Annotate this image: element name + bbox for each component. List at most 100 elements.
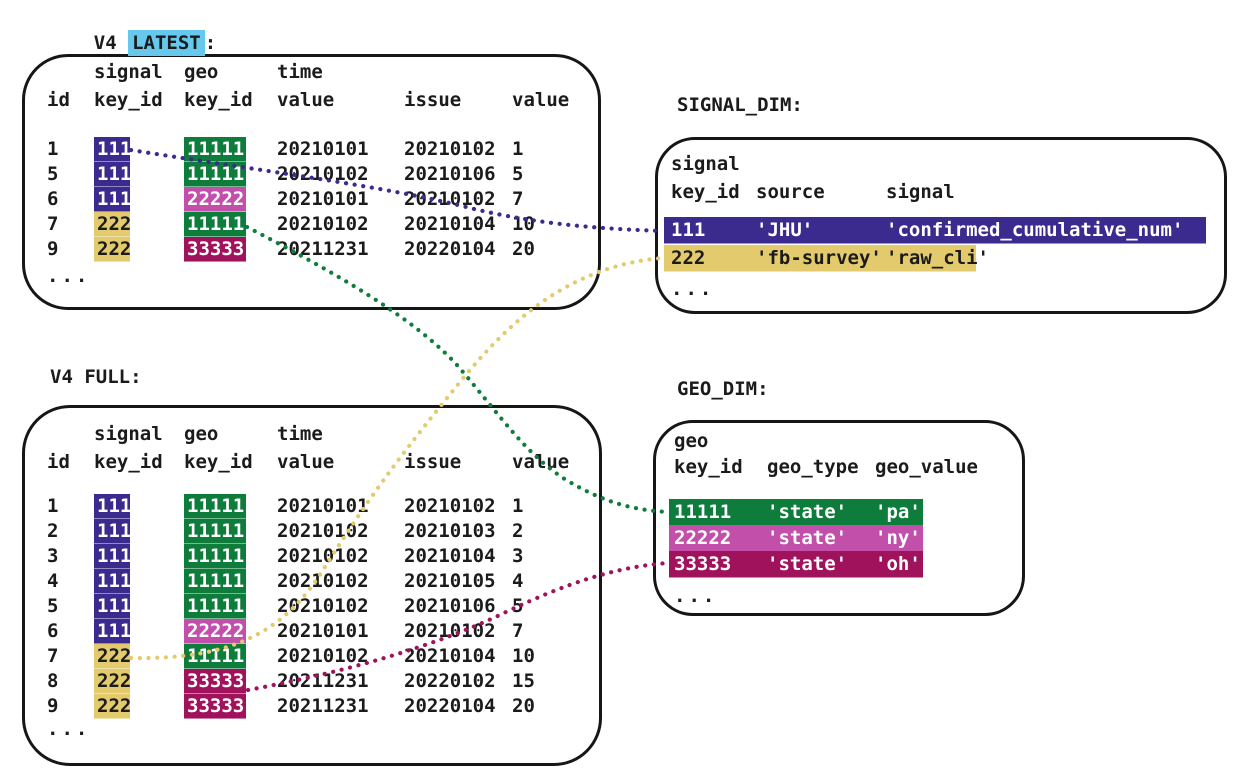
table-row: 9 222 33333 20211231 20220104 20 bbox=[25, 237, 598, 262]
v4-latest-title-colon: : bbox=[204, 32, 217, 54]
row-id-cell: 7 bbox=[47, 213, 59, 235]
issue-cell: 20210104 bbox=[404, 545, 496, 567]
column-header-source: source bbox=[756, 181, 825, 203]
latest-highlight: LATEST bbox=[128, 30, 205, 56]
signal-key-cell: 222 bbox=[94, 694, 131, 719]
time-value-cell: 20210102 bbox=[277, 545, 369, 567]
geo-key-cell: 33333 bbox=[184, 669, 246, 694]
ellipsis-row: ... bbox=[674, 585, 718, 607]
issue-cell: 20220104 bbox=[404, 695, 496, 717]
issue-cell: 20210104 bbox=[404, 213, 496, 235]
column-header-geo-type: geo_type bbox=[767, 456, 859, 478]
value-cell: 5 bbox=[512, 163, 524, 185]
column-header-geo: geo bbox=[184, 423, 219, 445]
value-cell: 4 bbox=[512, 570, 524, 592]
issue-cell: 20210102 bbox=[404, 188, 496, 210]
time-value-cell: 20210101 bbox=[277, 620, 369, 642]
geo-dim-table: geo key_id geo_type geo_value 11111'stat… bbox=[653, 420, 1025, 616]
time-value-cell: 20211231 bbox=[277, 238, 369, 260]
row-id-cell: 9 bbox=[47, 238, 59, 260]
column-header-id: id bbox=[47, 451, 70, 473]
signal-name-cell: 'raw_cli' bbox=[886, 247, 989, 269]
column-header-signal-key: key_id bbox=[94, 451, 163, 473]
signal-key-cell: 111 bbox=[94, 594, 131, 619]
geo-key-cell: 11111 bbox=[674, 501, 732, 523]
row-id-cell: 9 bbox=[47, 695, 59, 717]
row-id-cell: 2 bbox=[47, 520, 59, 542]
column-header-geo-key: key_id bbox=[674, 456, 743, 478]
signal-key-cell: 111 bbox=[94, 619, 131, 644]
v4-full-title: V4 FULL: bbox=[50, 366, 142, 388]
column-header-value: value bbox=[512, 89, 570, 111]
signal-key-cell: 222 bbox=[94, 669, 131, 694]
geo-key-cell: 11111 bbox=[184, 594, 246, 619]
column-header-time-value: value bbox=[277, 89, 335, 111]
column-header-time: time bbox=[277, 423, 323, 445]
row-id-cell: 1 bbox=[47, 138, 59, 160]
geo-key-cell: 11111 bbox=[184, 137, 246, 162]
row-highlight-bar bbox=[669, 499, 923, 526]
row-id-cell: 7 bbox=[47, 645, 59, 667]
geo-key-cell: 11111 bbox=[184, 212, 246, 237]
value-cell: 20 bbox=[512, 238, 535, 260]
issue-cell: 20210102 bbox=[404, 495, 496, 517]
time-value-cell: 20210101 bbox=[277, 188, 369, 210]
column-header-geo-key: key_id bbox=[184, 89, 253, 111]
table-row: 11111'state''pa' bbox=[656, 499, 1022, 526]
column-header-signal-name: signal bbox=[886, 181, 955, 203]
signal-key-cell: 222 bbox=[94, 644, 131, 669]
geo-key-cell: 22222 bbox=[674, 527, 732, 549]
time-value-cell: 20210102 bbox=[277, 595, 369, 617]
signal-dim-table: signal key_id source signal 111'JHU''con… bbox=[655, 137, 1227, 314]
row-highlight-bar bbox=[664, 217, 1206, 244]
geo-key-cell: 11111 bbox=[184, 544, 246, 569]
table-row: 22222'state''ny' bbox=[656, 525, 1022, 552]
signal-key-cell: 222 bbox=[94, 237, 131, 262]
signal-key-cell: 111 bbox=[94, 494, 131, 519]
signal-key-cell: 111 bbox=[94, 519, 131, 544]
row-id-cell: 8 bbox=[47, 670, 59, 692]
v4-latest-table: signal geo time id key_id key_id value i… bbox=[22, 54, 601, 310]
geo-dim-title: GEO_DIM: bbox=[677, 378, 769, 400]
source-cell: 'JHU' bbox=[756, 219, 814, 241]
issue-cell: 20210105 bbox=[404, 570, 496, 592]
geo-type-cell: 'state' bbox=[767, 553, 848, 575]
source-cell: 'fb-survey' bbox=[756, 247, 882, 269]
column-header-id: id bbox=[47, 89, 70, 111]
column-header-issue: issue bbox=[404, 451, 462, 473]
issue-cell: 20210106 bbox=[404, 595, 496, 617]
column-header-signal-key: key_id bbox=[94, 89, 163, 111]
signal-name-cell: 'confirmed_cumulative_num' bbox=[886, 219, 1184, 241]
time-value-cell: 20211231 bbox=[277, 670, 369, 692]
issue-cell: 20220102 bbox=[404, 670, 496, 692]
value-cell: 15 bbox=[512, 670, 535, 692]
signal-key-cell: 222 bbox=[94, 212, 131, 237]
row-id-cell: 6 bbox=[47, 188, 59, 210]
row-highlight-bar bbox=[669, 551, 923, 578]
value-cell: 20 bbox=[512, 695, 535, 717]
ellipsis-row: ... bbox=[47, 718, 91, 740]
geo-key-cell: 33333 bbox=[184, 237, 246, 262]
value-cell: 2 bbox=[512, 520, 524, 542]
time-value-cell: 20210102 bbox=[277, 163, 369, 185]
signal-key-cell: 111 bbox=[94, 162, 131, 187]
signal-key-cell: 111 bbox=[94, 187, 131, 212]
column-header-value: value bbox=[512, 451, 570, 473]
column-header-signal: signal bbox=[94, 423, 163, 445]
value-cell: 3 bbox=[512, 545, 524, 567]
time-value-cell: 20210102 bbox=[277, 570, 369, 592]
table-row: 111'JHU''confirmed_cumulative_num' bbox=[658, 217, 1224, 244]
geo-value-cell: 'oh' bbox=[875, 553, 921, 575]
issue-cell: 20220104 bbox=[404, 238, 496, 260]
geo-key-cell: 11111 bbox=[184, 494, 246, 519]
column-header-signal: signal bbox=[94, 61, 163, 83]
row-highlight-bar bbox=[669, 525, 923, 552]
value-cell: 1 bbox=[512, 495, 524, 517]
